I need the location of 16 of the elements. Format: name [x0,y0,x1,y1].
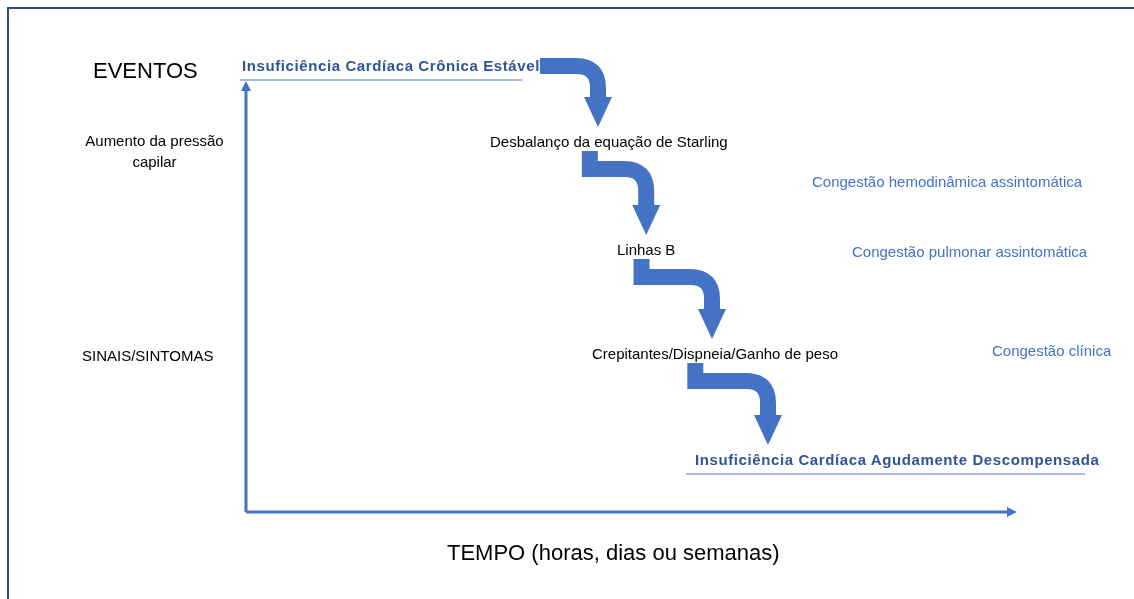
curved-arrow [539,58,612,127]
row-label: Aumento da pressão capilar [84,131,225,172]
axis-title: EVENTOS [93,58,198,84]
curved-arrow [687,363,782,445]
event-title: Insuficiência Cardíaca Agudamente Descompensada [695,451,1100,469]
stage-label: Congestão clínica [992,342,1112,360]
stage-label: Congestão hemodinâmica assintomática [812,173,1083,191]
event-text: Linhas B [617,241,676,259]
event-title: Insuficiência Cardíaca Crônica Estável [242,57,540,75]
curved-arrow [581,151,661,235]
event-text: Desbalanço da equação de Starling [490,133,728,151]
stage-label: Congestão pulmonar assintomática [852,243,1088,261]
row-label: SINAIS/SINTOMAS [82,347,214,365]
curved-arrow [633,259,726,339]
event-text: Crepitantes/Dispneia/Ganho de peso [592,345,838,363]
axis-title: TEMPO (horas, dias ou semanas) [447,540,780,566]
